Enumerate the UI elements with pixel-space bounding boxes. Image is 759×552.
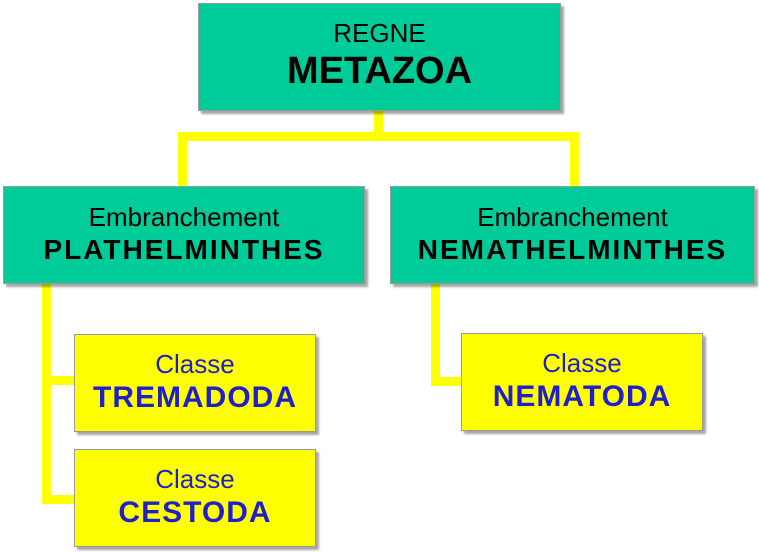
phylum-box-nemathelminthes: Embranchement NEMATHELMINTHES xyxy=(390,186,755,284)
class-rank: Classe xyxy=(155,464,235,495)
class-name: TREMADODA xyxy=(93,380,297,414)
kingdom-rank: REGNE xyxy=(333,18,426,49)
class-box-cestoda: Classe CESTODA xyxy=(74,449,316,547)
connector-tremadoda xyxy=(42,376,76,385)
class-box-tremadoda: Classe TREMADODA xyxy=(74,334,316,432)
connector-left-phylum xyxy=(178,132,187,188)
connector-cestoda xyxy=(42,495,76,504)
class-rank: Classe xyxy=(542,348,622,379)
class-box-nematoda: Classe NEMATODA xyxy=(461,333,703,431)
class-rank: Classe xyxy=(155,349,235,380)
connector-right-phylum xyxy=(570,132,579,188)
kingdom-name: METAZOA xyxy=(286,50,473,93)
phylum-rank: Embranchement xyxy=(88,202,280,233)
class-name: CESTODA xyxy=(118,495,272,529)
phylum-name: NEMATHELMINTHES xyxy=(417,234,728,266)
connector-plath-vertical xyxy=(42,283,51,504)
kingdom-box: REGNE METAZOA xyxy=(198,3,561,111)
phylum-rank: Embranchement xyxy=(477,202,668,233)
connector-horizontal-top xyxy=(178,132,579,141)
connector-nemat-vertical xyxy=(431,283,440,386)
class-name: NEMATODA xyxy=(492,379,672,413)
phylum-box-plathelminthes: Embranchement PLATHELMINTHES xyxy=(3,186,365,284)
phylum-name: PLATHELMINTHES xyxy=(43,234,325,266)
connector-kingdom-down xyxy=(374,110,383,137)
connector-nematoda xyxy=(431,377,463,386)
